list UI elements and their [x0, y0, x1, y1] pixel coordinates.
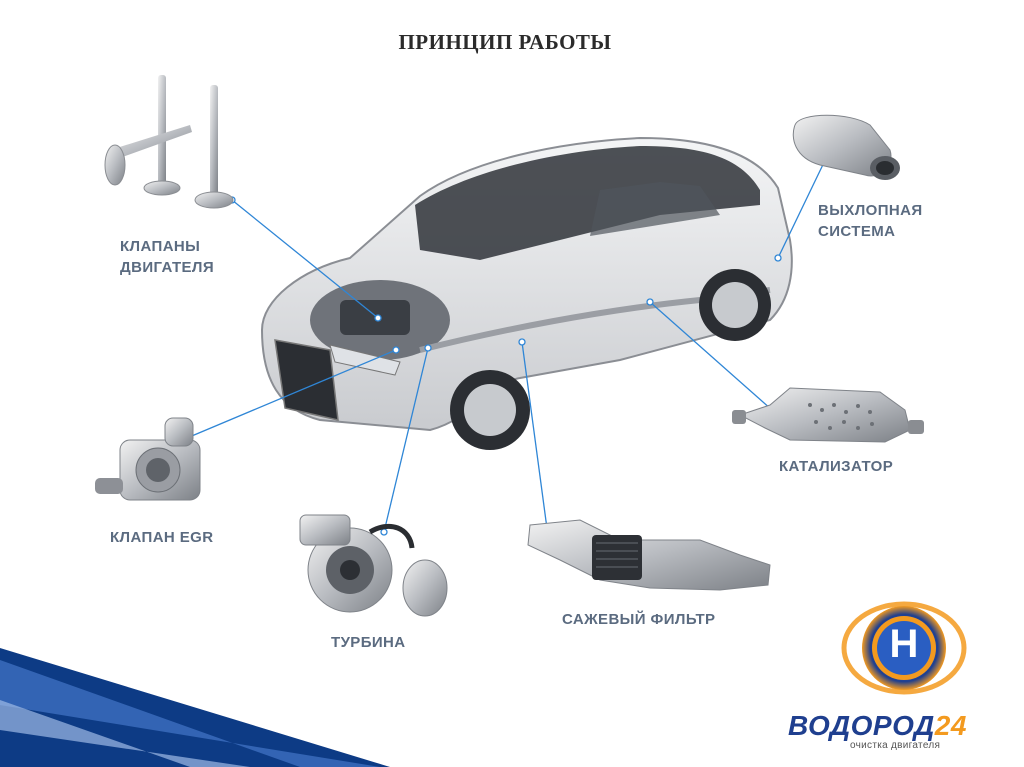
logo-letter: H [889, 622, 919, 666]
logo-name-main: ВОДОРОД [788, 710, 935, 741]
label-exhaust-system: ВЫХЛОПНАЯ СИСТЕМА [818, 200, 923, 242]
logo-name-number: 24 [934, 710, 967, 741]
label-line: ДВИГАТЕЛЯ [120, 259, 215, 276]
catalytic-converter-icon [732, 387, 924, 443]
label-egr-valve: КЛАПАН EGR [110, 529, 214, 546]
particulate-filter-icon [527, 519, 771, 591]
slide-accent-stripes [0, 648, 390, 767]
vodorod-logo-icon [841, 601, 967, 695]
turbocharger-icon [299, 514, 448, 617]
label-line: ВЫХЛОПНАЯ [818, 202, 923, 219]
page-title: ПРИНЦИП РАБОТЫ [398, 30, 612, 54]
label-line: СИСТЕМА [818, 223, 896, 240]
logo-tagline: очистка двигателя [850, 740, 941, 751]
label-turbine: ТУРБИНА [331, 634, 406, 651]
pointer-lines [164, 146, 834, 540]
egr-valve-icon [95, 417, 201, 501]
muffler-icon [792, 114, 900, 180]
label-engine-valves: КЛАПАНЫ ДВИГАТЕЛЯ [120, 236, 214, 278]
label-line: КЛАПАНЫ [120, 238, 201, 255]
label-soot-filter: САЖЕВЫЙ ФИЛЬТР [562, 611, 716, 628]
engine-valves-icon [104, 75, 234, 209]
car-cutaway-icon [260, 136, 793, 450]
logo-name: ВОДОРОД24 [788, 710, 967, 742]
label-catalyst: КАТАЛИЗАТОР [779, 458, 894, 475]
